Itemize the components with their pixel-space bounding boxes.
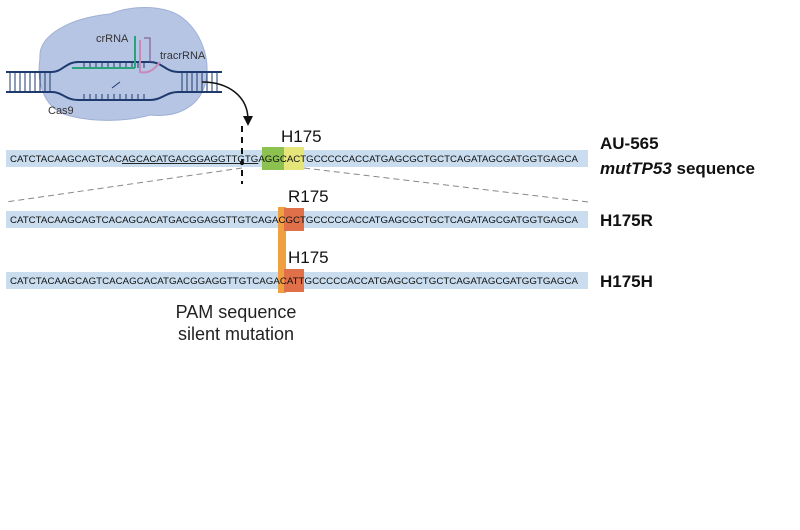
codon-highlight-h175h <box>284 269 304 292</box>
guide-rna <box>72 36 161 89</box>
codon-label-h175r: R175 <box>288 187 329 206</box>
pam-highlight <box>262 147 284 170</box>
curved-arrow-head <box>243 116 253 126</box>
tracrrna-label: tracrRNA <box>160 50 206 62</box>
h175h-sequence: CATCTACAAGCAGTCACAGCACATGACGGAGGTTGTCAGA… <box>10 276 578 286</box>
crrna-label: crRNA <box>96 33 129 45</box>
cut-site-dot <box>240 161 244 165</box>
cas9-schematic: crRNA tracrRNA Cas9 <box>6 7 253 126</box>
h175r-name: H175R <box>600 211 653 230</box>
silent-mutation-bar <box>278 207 286 293</box>
zoom-line-right <box>303 167 589 203</box>
cas9-protein <box>38 7 208 121</box>
annotation-line2: silent mutation <box>178 324 294 344</box>
au565-subtitle-rest: sequence <box>672 159 755 178</box>
au565-name: AU-565 <box>600 134 659 153</box>
cas9-label: Cas9 <box>48 105 74 117</box>
cas9-mark <box>111 81 121 89</box>
au565-subtitle-italic: mutTP53 <box>600 159 672 178</box>
annotation-line1: PAM sequence <box>176 302 297 322</box>
tracrrna-tail <box>144 37 151 62</box>
zoom-line-left <box>5 167 243 203</box>
au565-seq-underlined: AGCACATGACGGAGGTTGTG <box>122 154 258 164</box>
h175h-name: H175H <box>600 272 653 291</box>
codon-highlight-h175r <box>284 208 304 231</box>
dna-duplex-right <box>178 71 222 93</box>
au565-seq-part3: AGGCACT <box>258 154 306 164</box>
h175r-sequence: CATCTACAAGCAGTCACAGCACATGACGGAGGTTGTCAGA… <box>10 215 578 225</box>
au565-seq-part4: GCCCCCACCATGAGCGCTGCTCAGATAGCGATGGTGAGCA <box>306 154 578 164</box>
curved-arrow <box>201 81 249 121</box>
dna-rungs-bubble-bottom <box>83 94 145 99</box>
tracrrna-strand <box>139 40 161 74</box>
au565-subtitle: mutTP53 sequence <box>600 159 755 178</box>
dna-rungs-left <box>9 73 51 91</box>
codon-label-au565: H175 <box>281 127 322 146</box>
dna-duplex-left <box>6 61 79 101</box>
codon-highlight-au565 <box>284 147 304 170</box>
codon-label-h175h: H175 <box>288 248 329 267</box>
au565-seq-part1: CATCTACAAGCAGTCAC <box>10 154 123 164</box>
dna-bubble <box>78 61 179 101</box>
